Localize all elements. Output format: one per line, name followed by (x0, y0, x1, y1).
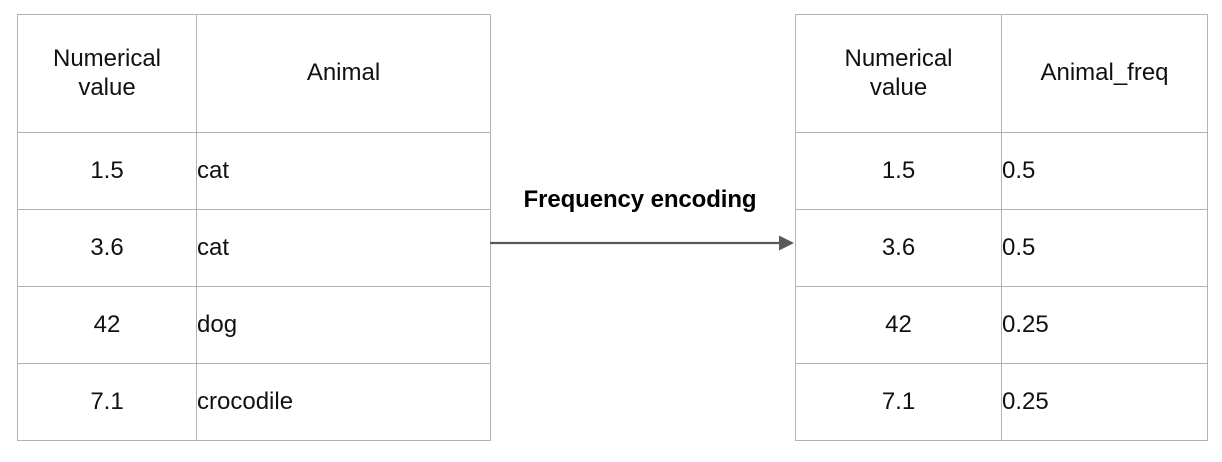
encoded-cell-value: 1.5 (795, 132, 1002, 210)
arrow-right-icon (490, 235, 794, 251)
header-line-2: value (78, 73, 136, 101)
table-row: 1.5 cat (17, 132, 491, 210)
encoded-cell-value: 42 (795, 286, 1002, 364)
table-row: 7.1 crocodile (17, 363, 491, 441)
table-row: 7.1 0.25 (795, 363, 1208, 441)
source-cell-animal: dog (196, 286, 491, 364)
source-header-animal: Animal (196, 14, 491, 133)
source-cell-value: 3.6 (17, 209, 197, 287)
table-row: 1.5 0.5 (795, 132, 1208, 210)
encoded-cell-freq: 0.25 (1001, 363, 1208, 441)
source-cell-value: 1.5 (17, 132, 197, 210)
encoded-cell-freq: 0.5 (1001, 209, 1208, 287)
table-header-row: Numerical value Animal (17, 14, 491, 133)
header-line-1: Numerical (844, 45, 953, 73)
encoded-cell-value: 3.6 (795, 209, 1002, 287)
source-cell-animal: cat (196, 209, 491, 287)
header-line-1: Animal (306, 59, 381, 87)
encoded-header-numerical-value: Numerical value (795, 14, 1002, 133)
transform-label: Frequency encoding (523, 186, 757, 213)
header-line-1: Numerical (52, 45, 162, 73)
header-line-2: value (869, 73, 928, 101)
source-cell-value: 42 (17, 286, 197, 364)
encoded-table: Numerical value Animal_freq 1.5 0.5 3.6 … (795, 14, 1208, 441)
transformation-annotation: Frequency encoding (489, 186, 795, 262)
table-header-row: Numerical value Animal_freq (795, 14, 1208, 133)
table-row: 42 0.25 (795, 286, 1208, 364)
encoded-cell-freq: 0.5 (1001, 132, 1208, 210)
encoded-cell-freq: 0.25 (1001, 286, 1208, 364)
source-cell-animal: cat (196, 132, 491, 210)
encoded-cell-value: 7.1 (795, 363, 1002, 441)
source-cell-value: 7.1 (17, 363, 197, 441)
header-line-1: Animal_freq (1040, 59, 1169, 87)
encoded-header-animal-freq: Animal_freq (1001, 14, 1208, 133)
table-row: 42 dog (17, 286, 491, 364)
table-row: 3.6 0.5 (795, 209, 1208, 287)
table-row: 3.6 cat (17, 209, 491, 287)
source-header-numerical-value: Numerical value (17, 14, 197, 133)
source-cell-animal: crocodile (196, 363, 491, 441)
source-table: Numerical value Animal 1.5 cat 3.6 cat 4… (17, 14, 491, 441)
